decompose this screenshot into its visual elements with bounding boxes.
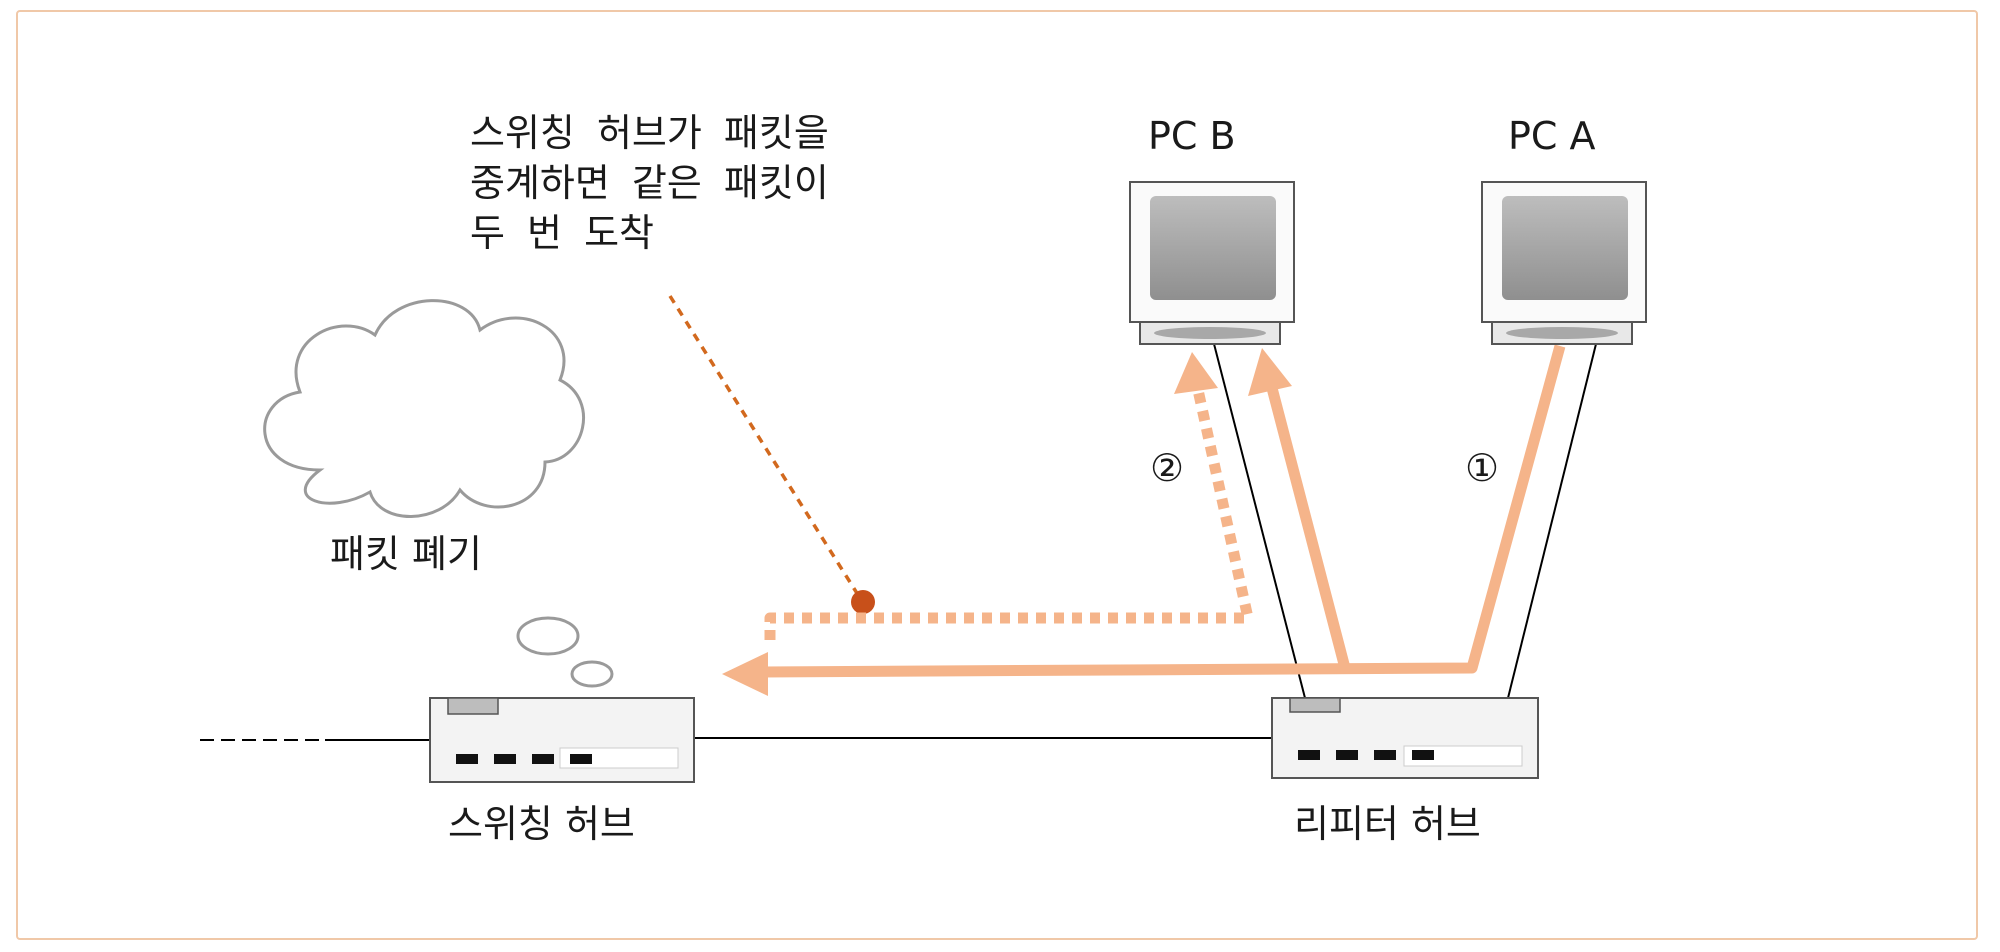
repeater-hub-device (1271, 697, 1539, 779)
thought-bubble-small (570, 660, 614, 688)
relay-note: 스위칭 허브가 패킷을 중계하면 같은 패킷이 두 번 도착 (470, 108, 829, 258)
arrow-head-pc-b (1248, 348, 1292, 396)
relay-note-line-2: 중계하면 같은 패킷이 (470, 161, 829, 205)
repeater-hub-label: 리피터 허브 (1294, 802, 1481, 846)
pc-b-screen (1150, 196, 1276, 300)
cables (200, 339, 1598, 741)
packet-discard-label: 패킷 폐기 (330, 532, 482, 576)
relay-note-line-3: 두 번 도착 (470, 211, 654, 255)
arrow-head-pc-b-dotted (1174, 352, 1218, 394)
pc-b-computer (1129, 181, 1295, 345)
arrow-path-1 (759, 344, 1566, 678)
pc-b-label: PC B (1148, 114, 1236, 158)
switching-hub-device (429, 697, 695, 783)
step-2-marker: ② (1150, 446, 1185, 490)
repeater-hub-led (1289, 697, 1341, 713)
note-leader-dot (851, 590, 875, 614)
pc-a-label: PC A (1508, 114, 1596, 158)
arrow-path-pc-b (1266, 386, 1351, 670)
relay-note-line-1: 스위칭 허브가 패킷을 (470, 111, 829, 155)
note-leader-line (668, 295, 875, 614)
pc-a-computer (1481, 181, 1647, 345)
step-1-marker: ① (1465, 446, 1500, 490)
thought-cloud (263, 299, 614, 688)
switching-hub-led (447, 697, 499, 715)
thought-bubble-large (516, 616, 580, 656)
switching-hub-label: 스위칭 허브 (448, 802, 635, 846)
cable-pc-a (1507, 339, 1598, 699)
arrow-head-left (722, 652, 768, 696)
packet-arrows (722, 344, 1566, 696)
arrow-path-2 (764, 388, 1254, 640)
cable-pc-b (1212, 339, 1306, 699)
pc-a-screen (1502, 196, 1628, 300)
